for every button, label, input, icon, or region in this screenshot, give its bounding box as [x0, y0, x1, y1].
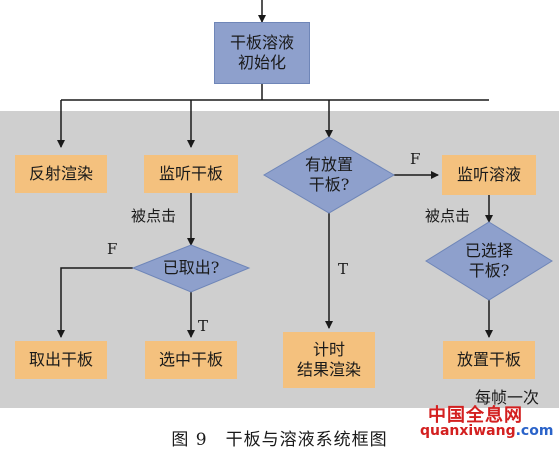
- node-listen-solution: 监听溶液: [442, 155, 536, 195]
- decision-has-plate-text: 有放置 干板?: [304, 155, 353, 194]
- figure-caption: 图 9 干板与溶液系统框图: [171, 430, 388, 450]
- node-init: 干板溶液 初始化: [214, 22, 310, 84]
- edge-label-clicked-right: 被点击: [425, 207, 471, 225]
- node-timer-render: 计时 结果渲染: [283, 332, 375, 388]
- decision-diamond-taken: [131, 244, 251, 293]
- watermark-url-tld: .com: [515, 423, 554, 439]
- node-listen-plate: 监听干板: [144, 155, 238, 193]
- edge-label-f-taken: F: [107, 240, 118, 258]
- node-reflect-render: 反射渲染: [15, 155, 107, 193]
- decision-diamond-chosen: [425, 221, 553, 301]
- edge-label-t-has-plate: T: [338, 260, 349, 278]
- decision-diamond-has-plate: [263, 136, 395, 214]
- decision-taken-text: 已取出?: [162, 258, 220, 277]
- edge-label-t-taken: T: [198, 317, 209, 335]
- region-label: 每帧一次: [475, 388, 540, 407]
- watermark-title: 中国全息网: [428, 405, 523, 426]
- edge-label-clicked-left: 被点击: [131, 207, 177, 225]
- decision-chosen-text: 已选择 干板?: [464, 241, 513, 280]
- arrow-taken-to-takeout: [57, 267, 133, 338]
- node-select-plate: 选中干板: [145, 341, 237, 379]
- watermark-url: quanxiwang.com: [420, 423, 553, 439]
- node-take-out-plate: 取出干板: [15, 341, 107, 379]
- edge-label-f-has-plate: F: [410, 150, 421, 168]
- watermark-url-domain: quanxiwang: [420, 423, 516, 439]
- node-place-plate: 放置干板: [443, 341, 535, 379]
